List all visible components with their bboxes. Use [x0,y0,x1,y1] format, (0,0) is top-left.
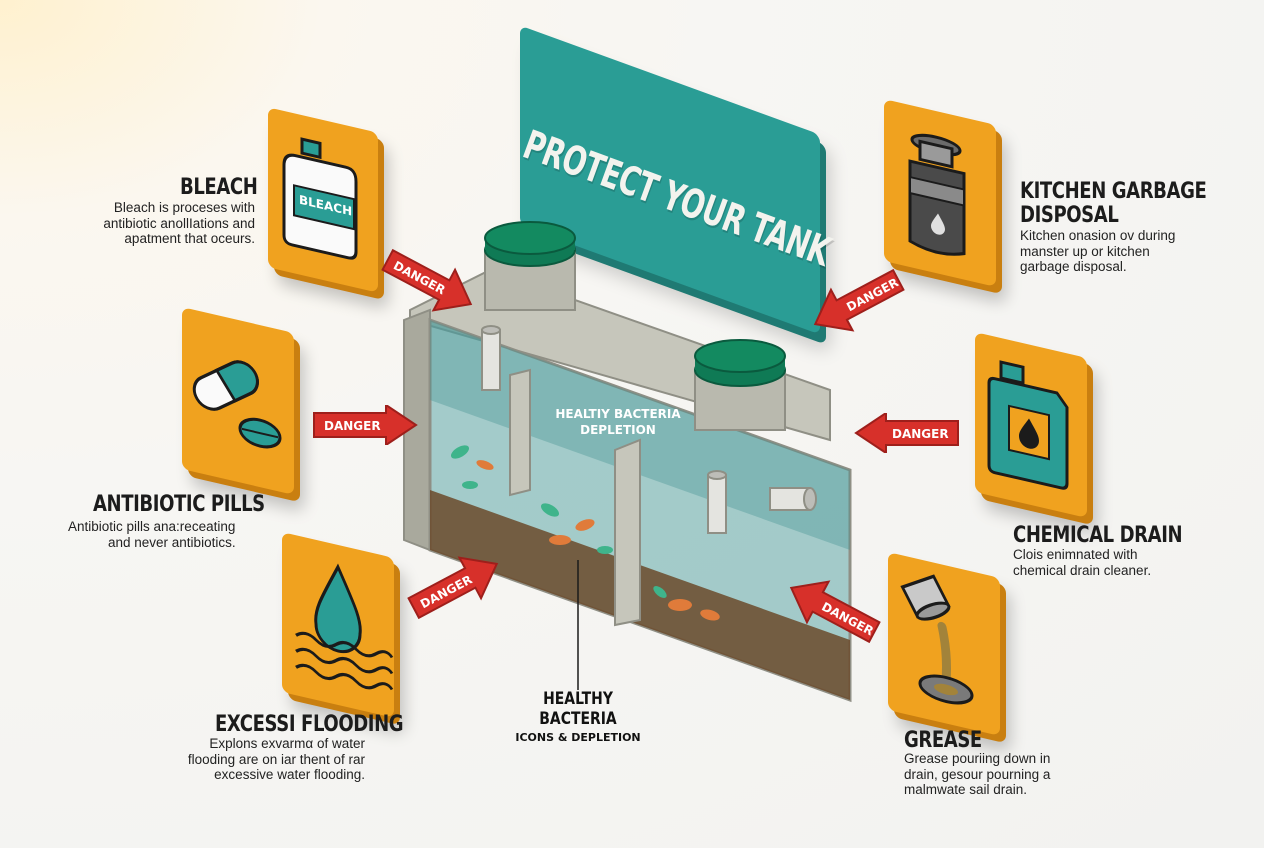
flooding-description: Explons exvarmα of water flooding are on… [170,736,365,783]
tank-inner-label-line-2: DEPLETION [580,423,656,437]
bacteria-icons [450,445,720,621]
danger-arrow-bleach: DANGER [381,248,473,312]
garbage-title-line-1: KITCHEN GARBAGE [1020,179,1207,204]
bleach-tile: BLEACH [268,107,378,293]
bleach-line-1: Bleach is proceses with [113,200,255,215]
flooding-title: EXCESSI FLOODING [215,712,404,737]
danger-label: DANGER [892,427,949,441]
bleach-line-3: apatment that oceurs. [124,231,255,246]
danger-arrow-antibiotic: DANGER [313,405,418,445]
garbage-line-2: manster up or kitchen [1020,243,1150,259]
danger-label: DANGER [324,419,381,433]
danger-arrow-chemical: DANGER [854,413,959,453]
callout-line-2: ICONS & DEPLETION [515,731,641,744]
grease-description: Grease pouriing down in drain, gesour po… [904,751,1104,798]
pill-icon [192,360,282,449]
tank-inner-label: HEALTIY BACTERIA DEPLETION [548,406,688,438]
garbage-description: Kitchen onasion ov during manster up or … [1020,228,1220,275]
flooding-line-2: flooding are on iar thent of rar [187,751,365,767]
garbage-line-3: garbage disposal. [1020,259,1127,274]
bleach-description: Bleach is proceses with antibiotic anoll… [90,200,255,247]
antibiotic-line-2: and never antibiotics. [108,534,236,550]
chemical-line-1: Clois enimnated with [1013,547,1138,562]
bleach-title: BLEACH [180,175,258,200]
callout-line-1: HEALTHY BACTERIA [539,689,617,729]
antibiotic-title: ANTIBIOTIC PILLS [93,492,265,517]
danger-arrow-garbage: DANGER [813,268,905,332]
danger-arrow-flooding: DANGER [407,556,499,620]
garbage-title: KITCHEN GARBAGE DISPOSAL [1020,179,1207,228]
chemical-can-icon [987,360,1069,490]
chemical-line-2: chemical drain cleaner. [1013,562,1152,578]
chemical-description: Clois enimnated with chemical drain clea… [1013,547,1213,578]
tank-inner-label-line-1: HEALTIY BACTERIA [555,407,681,421]
flooding-tile [282,532,394,718]
grease-title: GREASE [904,728,982,753]
grease-line-3: malmwate sail drain. [904,782,1028,797]
grease-line-1: Grease pouriing down in [904,751,1051,766]
chemical-drain-tile [975,332,1087,518]
garbage-line-1: Kitchen onasion ov during [1020,228,1176,243]
garbage-disposal-tile [884,99,996,287]
bacteria-callout: HEALTHY BACTERIA ICONS & DEPLETION [498,689,658,744]
garbage-disposal-icon [908,133,966,256]
bleach-line-2: antibiotic anollIations and [103,215,255,231]
flooding-line-3: excessive water flooding. [214,767,365,782]
grease-pour-icon [900,574,974,705]
septic-tank [403,221,852,703]
antibiotic-description: Antibiotic pills ana:receating and never… [68,519,258,550]
danger-arrow-grease: DANGER [789,580,881,644]
grease-tile [888,552,1000,736]
grease-line-2: drain, gesour pourning a [904,766,1051,782]
antibiotic-tile [182,307,294,495]
antibiotic-line-1: Antibiotic pills ana:receating [68,519,236,534]
chemical-title: CHEMICAL DRAIN [1013,523,1183,548]
bleach-bottle-icon [282,137,358,260]
water-drop-icon [295,563,394,691]
garbage-title-line-2: DISPOSAL [1020,203,1119,228]
flooding-line-1: Explons exvarmα of water [209,736,365,751]
